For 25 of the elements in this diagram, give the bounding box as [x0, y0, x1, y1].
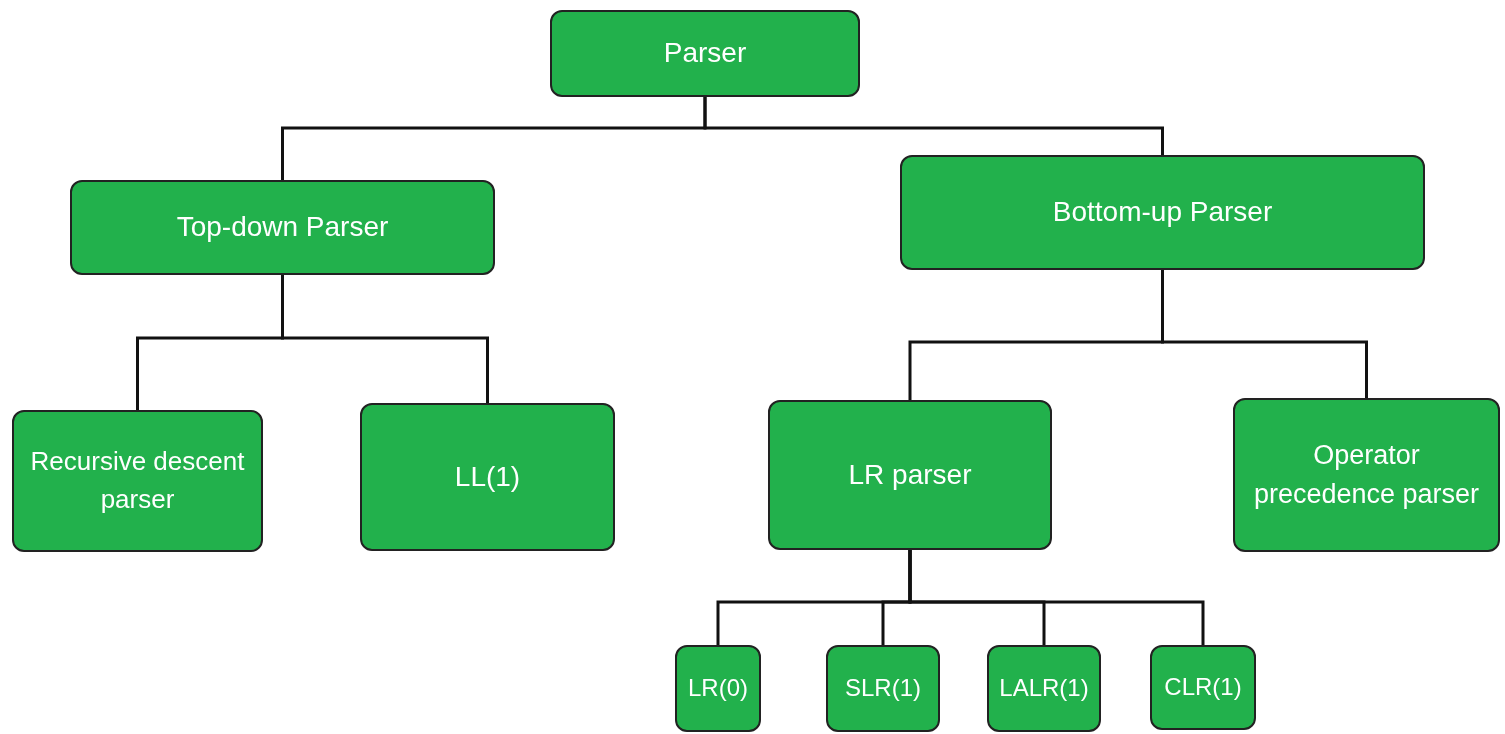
parser-box — [360, 403, 615, 551]
connector-line — [703, 97, 1164, 155]
node-label: Recursive descent parser — [29, 445, 246, 516]
node-label: CLR(1) — [1164, 672, 1242, 703]
node-label: Operator precedence parser — [1252, 438, 1481, 511]
node-label: SLR(1) — [845, 673, 921, 704]
parser-box — [987, 645, 1101, 732]
node-label: LR(0) — [688, 673, 748, 704]
connector-line — [908, 550, 1205, 645]
parser-box — [675, 645, 761, 732]
node-label: LL(1) — [454, 459, 521, 494]
parser-box — [12, 410, 263, 552]
parser-box — [70, 180, 495, 275]
parser-box — [768, 400, 1052, 550]
parser-box — [1233, 398, 1500, 552]
node-label: Bottom-up Parser — [1052, 195, 1273, 230]
parser-box — [900, 155, 1425, 270]
node-label: Parser — [663, 36, 747, 71]
parser-box — [1150, 645, 1256, 730]
node-label: LALR(1) — [999, 673, 1089, 704]
connector-line — [281, 275, 489, 403]
node-label: LR parser — [848, 457, 972, 492]
parser-box — [550, 10, 860, 97]
node-label: Top-down Parser — [176, 210, 389, 245]
parser-box — [826, 645, 940, 732]
